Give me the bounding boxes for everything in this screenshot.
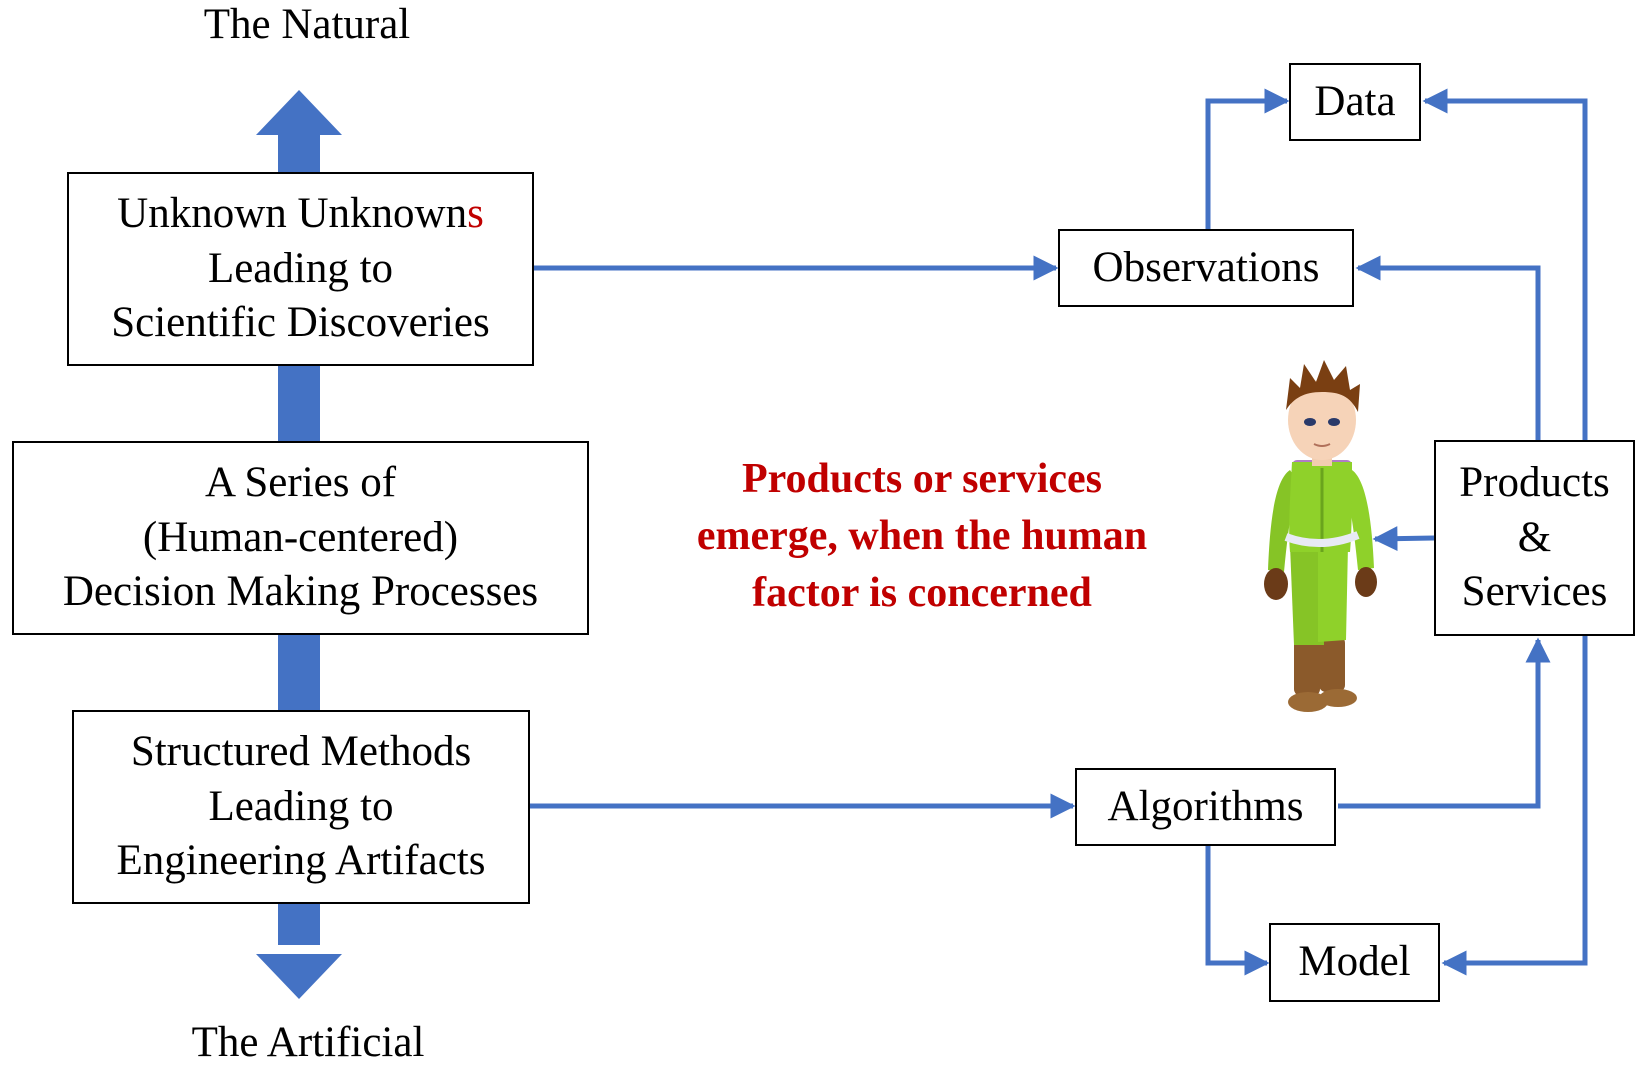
arrow-products-to-model — [1441, 636, 1588, 976]
model-box: Model — [1269, 923, 1440, 1002]
caption-line1: Products or services — [741, 456, 1103, 502]
arrow-observations-to-data — [1205, 88, 1290, 229]
artificial-label: The Artificial — [191, 1019, 425, 1066]
observations-box: Observations — [1058, 229, 1354, 307]
human-factor-caption: Products or services emerge, when the hu… — [622, 451, 1222, 622]
methods-box: Structured Methods Leading to Engineerin… — [72, 710, 530, 904]
highlight-letter: s — [467, 190, 484, 238]
natural-label: The Natural — [203, 1, 411, 48]
arrow-products-to-observations — [1355, 255, 1541, 440]
arrow-products-to-data — [1422, 88, 1588, 440]
methods-line3: Engineering Artifacts — [116, 837, 486, 885]
algorithms-label: Algorithms — [1107, 782, 1304, 830]
model-label: Model — [1298, 938, 1411, 986]
products-services-box: Products & Services — [1434, 440, 1635, 636]
human-avatar-icon — [1264, 360, 1377, 712]
arrow-products-to-human — [1372, 526, 1435, 552]
products-line1: Products — [1459, 459, 1610, 507]
data-label: Data — [1314, 77, 1396, 125]
decisions-line1: A Series of — [204, 459, 397, 507]
down-arrow-icon — [256, 954, 342, 999]
unknowns-line3: Scientific Discoveries — [111, 299, 490, 347]
arrow-algorithms-to-products — [1338, 637, 1551, 809]
caption-line2: emerge, when the human — [696, 513, 1148, 560]
caption-line3: factor is concerned — [752, 570, 1092, 617]
algorithms-box: Algorithms — [1075, 768, 1336, 846]
products-line3: Services — [1461, 568, 1608, 616]
observations-label: Observations — [1092, 243, 1320, 291]
decisions-box: A Series of (Human-centered) Decision Ma… — [12, 441, 589, 635]
unknowns-box: Unknown Unknowns Leading to Scientific D… — [67, 172, 534, 366]
unknowns-line1: Unknown Unknowns — [117, 190, 484, 238]
methods-line2: Leading to — [208, 782, 394, 830]
up-arrow-icon — [256, 90, 342, 135]
unknowns-line2: Leading to — [207, 244, 394, 292]
data-box: Data — [1289, 63, 1421, 141]
decisions-line3: Decision Making Processes — [62, 568, 539, 616]
decisions-line2: (Human-centered) — [142, 513, 459, 561]
products-line2: & — [1517, 513, 1552, 561]
methods-line1: Structured Methods — [130, 728, 472, 776]
arrow-algorithms-to-model — [1205, 846, 1270, 976]
